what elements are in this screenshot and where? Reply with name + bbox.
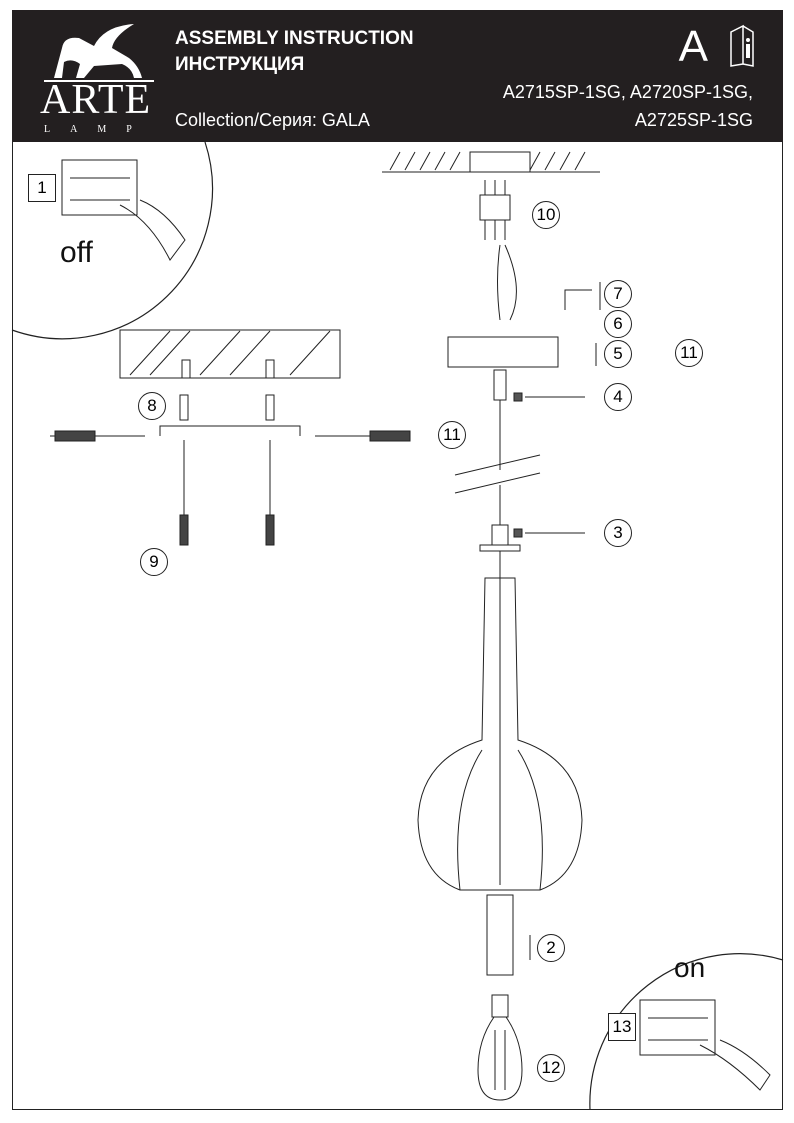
switch-off-label: off <box>60 236 93 269</box>
set-screws <box>513 392 585 538</box>
step-7: 7 <box>604 280 632 308</box>
step-8: 8 <box>138 392 166 420</box>
switch-on-callout <box>589 953 784 1111</box>
title-en: ASSEMBLY INSTRUCTION <box>175 28 414 49</box>
step-1: 1 <box>28 174 56 202</box>
step-6: 6 <box>604 310 632 338</box>
step-13: 13 <box>608 1013 636 1041</box>
lamp-socket <box>486 894 514 976</box>
step-2: 2 <box>537 934 565 962</box>
brand-name: ARTE <box>40 77 152 123</box>
models-line-1: A2715SP-1SG, A2720SP-1SG, <box>502 82 753 102</box>
switch-on-breaker-icon <box>639 999 771 1091</box>
header-bar: ARTE LAMP ASSEMBLY INSTRUCTION ИНСТРУКЦИ… <box>12 10 783 142</box>
pendant-cord <box>454 369 541 885</box>
switch-off-callout <box>11 141 214 340</box>
switch-off-breaker-icon <box>61 159 186 261</box>
ceiling-hatch <box>382 151 600 173</box>
step-9: 9 <box>140 548 168 576</box>
step-12: 12 <box>537 1054 565 1082</box>
step-11-left: 11 <box>438 421 466 449</box>
light-bulb-icon <box>477 994 523 1101</box>
step-3: 3 <box>604 519 632 547</box>
step-4: 4 <box>604 383 632 411</box>
collection-label: Collection/Серия: GALA <box>175 110 370 130</box>
switch-on-label: on <box>674 952 706 983</box>
mounting-bracket <box>50 329 411 546</box>
step-5: 5 <box>604 340 632 368</box>
class-letter: A <box>678 22 708 71</box>
step-10: 10 <box>532 201 560 229</box>
title-ru: ИНСТРУКЦИЯ <box>175 54 305 75</box>
brand-sub: LAMP <box>44 124 152 135</box>
canopy <box>447 336 559 368</box>
models-line-2: A2725SP-1SG <box>634 110 753 130</box>
step-11-right: 11 <box>675 339 703 367</box>
terminal-block-icon <box>479 180 517 321</box>
brand-griffin-logo-icon <box>44 24 154 82</box>
manual-info-icon <box>730 24 754 67</box>
